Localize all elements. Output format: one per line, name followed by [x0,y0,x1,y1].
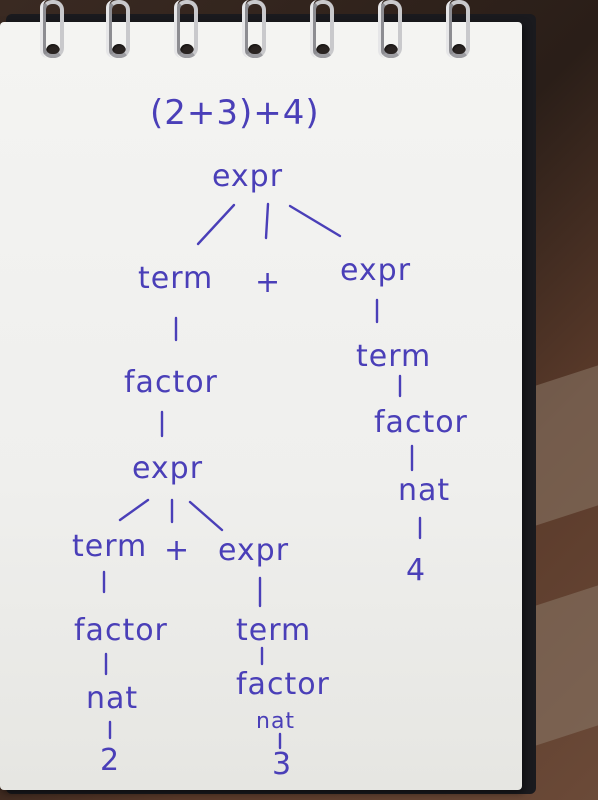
node-nat-4: nat [398,473,450,508]
node-inner-expr-right: expr [218,533,289,568]
node-nat-3: nat [256,709,295,734]
edge-root-plus [264,202,270,240]
edge-inner-expr [188,500,224,532]
leaf-value-4: 4 [406,553,426,588]
expression-title: (2+3)+4) [150,93,320,133]
node-plus: + [255,265,281,300]
node-factor: factor [124,365,218,400]
node-root-expr: expr [212,159,283,194]
node-factor-3: factor [236,667,330,702]
edge-root-term [196,203,236,246]
node-factor-4: factor [374,405,468,440]
leaf-value-2: 2 [100,743,120,778]
edge-root-expr [288,204,342,238]
edge-inner-term [118,498,150,522]
node-term-3: term [236,613,311,648]
node-inner-plus: + [164,533,190,568]
node-inner-term: term [72,529,147,564]
node-nat-2: nat [86,681,138,716]
node-inner-expr: expr [132,451,203,486]
node-term: term [138,261,213,296]
node-factor-2: factor [74,613,168,648]
node-term-4: term [356,339,431,374]
leaf-value-3: 3 [272,747,292,782]
node-expr-right: expr [340,253,411,288]
